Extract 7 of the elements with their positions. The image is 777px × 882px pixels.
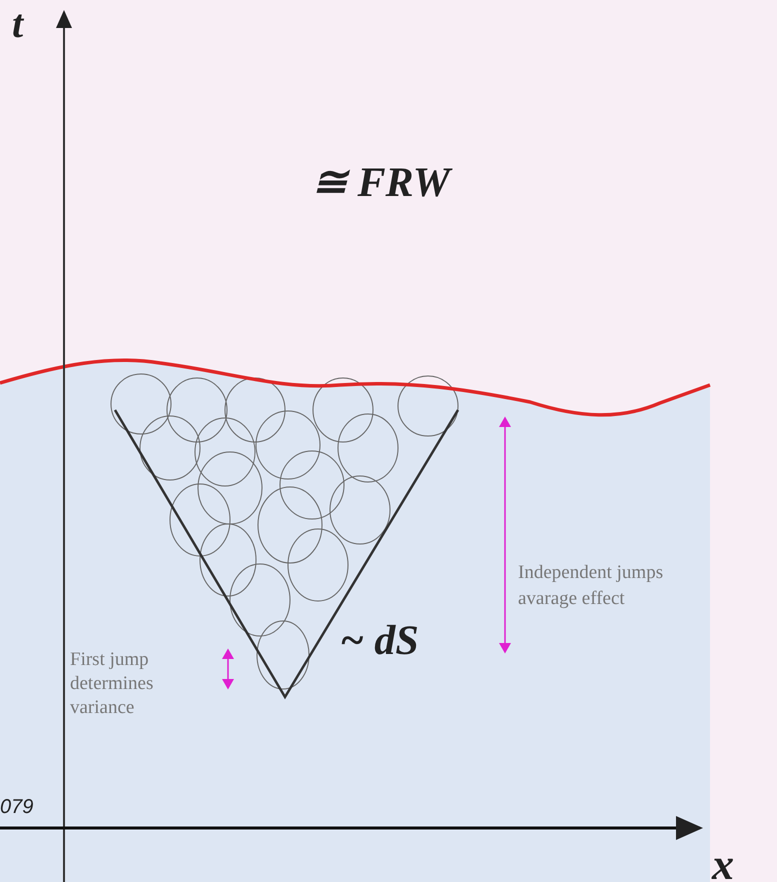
region-label: ≅ FRW [312, 159, 450, 208]
axis-label: t [12, 0, 24, 48]
fragment-text: 079 [0, 795, 34, 820]
annotation-text: Independent jumps avarage effect [518, 561, 664, 611]
region-label: ~ dS [340, 617, 419, 666]
annotation-text: First jump determines variance [70, 648, 154, 720]
axis-label: x [712, 839, 734, 882]
